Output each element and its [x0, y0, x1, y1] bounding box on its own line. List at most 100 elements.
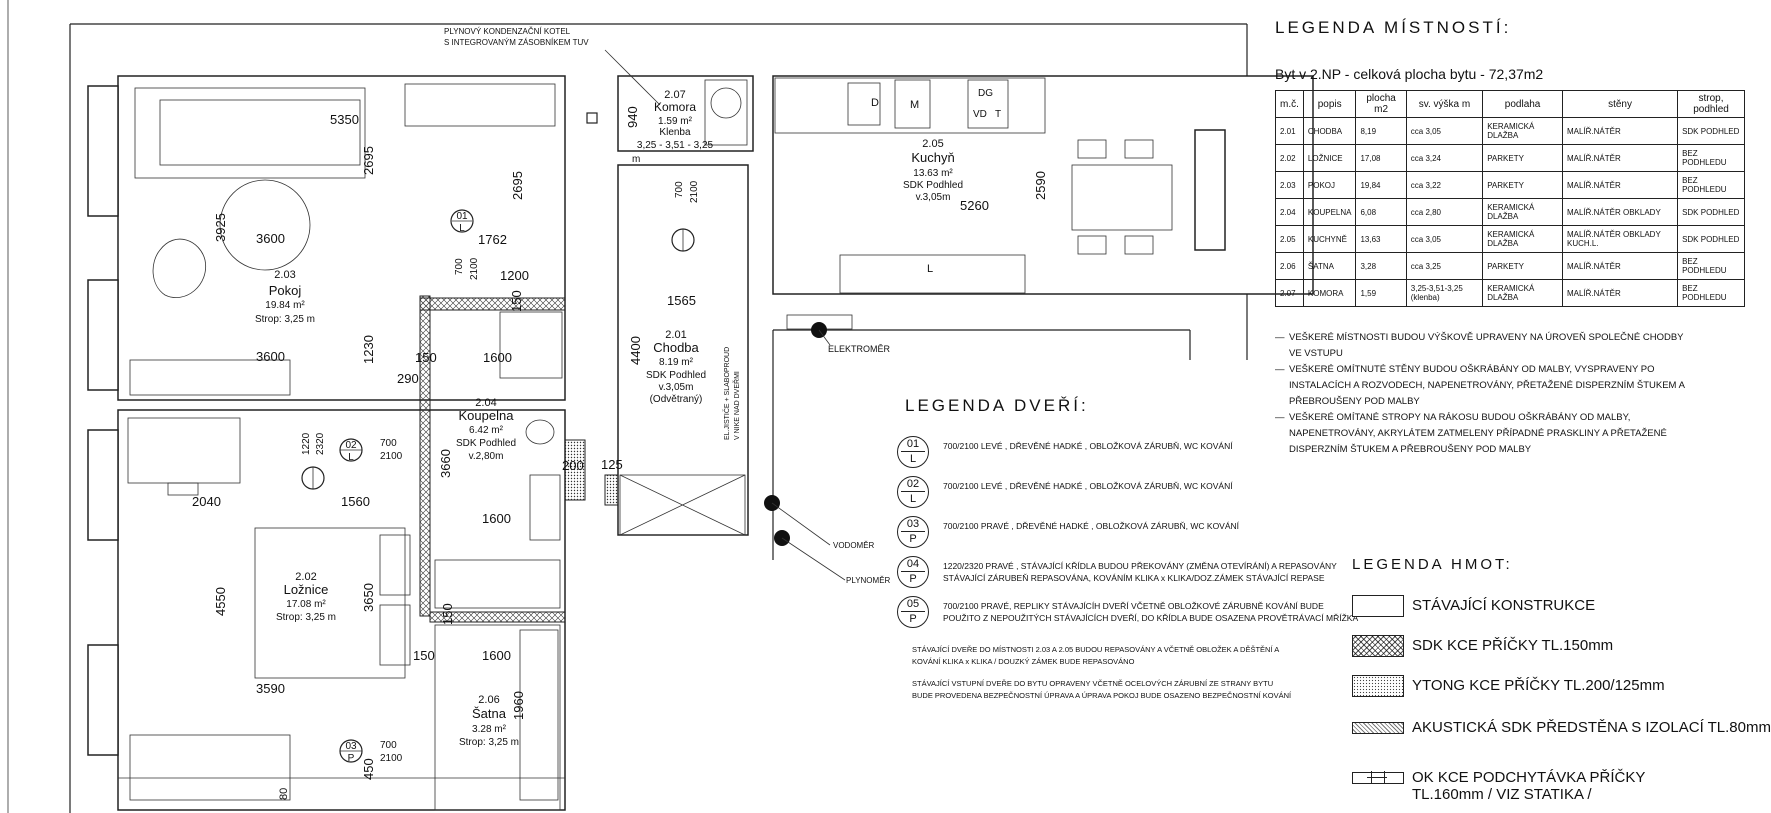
dim-3590: 3590 — [256, 681, 285, 696]
table-cell: 19,84 — [1355, 171, 1407, 199]
dim-1600-c: 1600 — [482, 648, 511, 663]
door-tag-03-side: P — [348, 753, 355, 764]
dim-1200: 1200 — [500, 268, 529, 283]
round-rug — [219, 179, 311, 271]
partition-sdk-1 — [419, 295, 431, 617]
chodba-outline — [617, 164, 749, 536]
dining-chair-4 — [1124, 235, 1154, 255]
boiler-label-1: PLYNOVÝ KONDENZAČNÍ KOTEL — [444, 27, 571, 36]
kitchen-counter-top — [774, 77, 1046, 134]
room-name-loznice: Ložnice — [284, 582, 329, 597]
boiler-label-2: S INTEGROVANÝM ZÁSOBNÍKEM TUV — [444, 38, 589, 47]
water-leader — [771, 502, 831, 546]
room-extra-chodba: SDK Podhled — [646, 370, 706, 381]
breaker-label-2: V NIKE NAD DVEŘMI — [732, 371, 741, 440]
boiler-leader — [604, 49, 661, 106]
gas-meter-label: PLYNOMĚR — [846, 576, 891, 585]
marker-m: m — [632, 154, 640, 165]
window-left-1 — [87, 85, 119, 217]
table-cell: 13,63 — [1355, 225, 1407, 253]
room-extra-komora: Klenba — [659, 127, 691, 138]
table-cell: KERAMICKÁ DLAŽBA — [1482, 198, 1563, 226]
nightstand-1 — [379, 534, 411, 596]
table-cell: 6,08 — [1355, 198, 1407, 226]
room-id-2-04: 2.04 — [475, 397, 496, 409]
room-extra-koupelna: SDK Podhled — [456, 438, 516, 449]
room-extra-loznice: Strop: 3,25 m — [276, 612, 336, 623]
room-name-komora: Komora — [654, 100, 696, 114]
room-name-pokoj: Pokoj — [269, 283, 302, 298]
window-left-2 — [87, 279, 119, 391]
cabinet — [404, 83, 556, 127]
partition-sdk-2 — [419, 297, 566, 311]
electro-leader — [818, 329, 831, 346]
bed — [254, 527, 406, 679]
boiler — [704, 79, 748, 146]
door-tag-02 — [339, 438, 363, 462]
table-cell: MALÍŘ.NÁTĚR — [1561, 171, 1679, 199]
dining-chair-2 — [1124, 139, 1154, 159]
room-area-satna: 3.28 m² — [472, 724, 507, 735]
mass-label: STÁVAJÍCÍ KONSTRUKCE — [1412, 597, 1596, 614]
room-id-2-03: 2.03 — [274, 269, 295, 281]
room-notes: VEŠKERÉ MÍSTNOSTI BUDOU VÝŠKOVĚ UPRAVENY… — [1275, 330, 1695, 458]
dim-80: 80 — [278, 788, 290, 800]
table-cell: MALÍŘ.NÁTĚR OBKLADY KUCH.L. — [1561, 225, 1679, 253]
toilet — [525, 419, 555, 445]
table-cell: PARKETY — [1482, 252, 1563, 280]
dim-150-c: 150 — [413, 648, 435, 663]
dim-4550: 4550 — [213, 587, 228, 616]
tv-stand — [129, 359, 291, 396]
table-cell: MALÍŘ.NÁTĚR — [1561, 117, 1679, 145]
kitchen-t: T — [995, 109, 1001, 120]
sink — [847, 82, 881, 126]
door-tag-04 — [301, 466, 325, 490]
table-cell: MALÍŘ.NÁTĚR OBKLADY — [1561, 198, 1679, 226]
table-cell: 3,25-3,51-3,25 (klenba) — [1405, 279, 1484, 307]
dim-150-b: 150 — [440, 603, 455, 625]
dim-3660: 3660 — [438, 449, 453, 478]
dim-2695-a: 2695 — [361, 146, 376, 175]
shower — [499, 311, 563, 379]
door-tag-03 — [339, 739, 363, 763]
table-cell: 8,19 — [1355, 117, 1407, 145]
dim-290: 290 — [397, 371, 419, 386]
gas-leader — [781, 537, 846, 581]
dining-chair-1 — [1077, 139, 1107, 159]
door-tag-05 — [671, 228, 695, 252]
window-left-3 — [87, 429, 119, 541]
room-id-2-01: 2.01 — [665, 329, 686, 341]
table-cell: ŠATNA — [1302, 252, 1357, 280]
dim-700-c: 700 — [380, 438, 397, 449]
table-cell: KOMORA — [1302, 279, 1357, 307]
partition-ytong-1 — [564, 439, 586, 501]
dim-4400: 4400 — [628, 336, 643, 365]
dim-200: 200 — [562, 458, 584, 473]
room-legend-subtitle: Byt v 2.NP - celková plocha bytu - 72,37… — [1275, 66, 1544, 82]
room-name-koupelna: Koupelna — [459, 408, 515, 423]
room-area-chodba: 8.19 m² — [659, 357, 694, 368]
kitchen-l: L — [927, 263, 933, 275]
dim-125: 125 — [601, 457, 623, 472]
boiler-circle — [710, 87, 742, 119]
kitchen-m: M — [910, 99, 919, 111]
col-header: stěny — [1561, 90, 1679, 118]
chodba-closet — [619, 474, 746, 536]
sofa — [134, 87, 366, 179]
table-cell: POKOJ — [1302, 171, 1357, 199]
dim-2100-c: 2100 — [380, 451, 403, 462]
mass-swatch-fine — [1352, 722, 1404, 734]
table-cell: 2.02 — [1275, 144, 1304, 172]
room-extra2-chodba: v.3,05m — [659, 382, 694, 393]
dim-150-d: 150 — [509, 290, 524, 312]
dim-2040: 2040 — [192, 494, 221, 509]
col-header: sv. výška m — [1405, 90, 1484, 118]
breaker-label-1: EL.JISTIČE + SLABOPROUD — [722, 347, 731, 440]
col-header: m.č. — [1275, 90, 1304, 118]
table-cell: BEZ PODHLEDU — [1677, 279, 1745, 307]
kitchen-dg: DG — [978, 88, 993, 99]
table-cell: cca 3,25 — [1405, 252, 1484, 280]
